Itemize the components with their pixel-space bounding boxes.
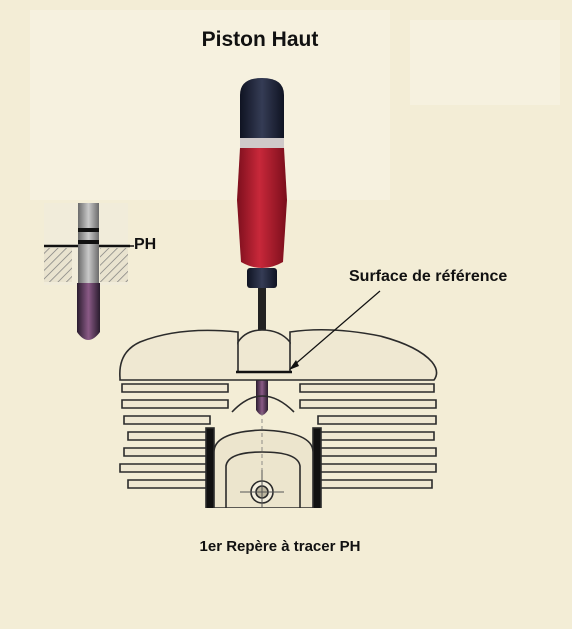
handle-cap bbox=[240, 78, 284, 138]
inset-mark-bottom bbox=[78, 240, 99, 244]
caption: 1er Repère à tracer PH bbox=[199, 538, 361, 555]
annotation-leader bbox=[289, 290, 381, 370]
cylinder-head bbox=[119, 328, 438, 381]
diagram-title: Piston Haut bbox=[201, 28, 319, 51]
screwdriver-tip bbox=[256, 370, 268, 415]
background-patch bbox=[30, 10, 390, 200]
right-fins bbox=[299, 383, 437, 489]
inset-mark-top bbox=[78, 228, 99, 232]
inset-hatch-left bbox=[44, 248, 72, 282]
handle-grip bbox=[237, 148, 287, 268]
piston bbox=[213, 429, 314, 509]
engine-section bbox=[110, 328, 450, 518]
cylinder-wall-right bbox=[312, 427, 322, 511]
handle-band bbox=[240, 138, 284, 148]
background-patch bbox=[410, 20, 560, 105]
cylinder-wall-left bbox=[205, 427, 215, 511]
inset-tip bbox=[77, 283, 100, 340]
inset-hatch-right bbox=[100, 248, 128, 282]
handle-ferrule bbox=[247, 268, 277, 288]
inset-closeup bbox=[44, 203, 130, 340]
ph-label: PH bbox=[134, 236, 157, 253]
screwdriver-shaft bbox=[258, 288, 266, 368]
reference-surface-label: Surface de référence bbox=[349, 268, 508, 285]
